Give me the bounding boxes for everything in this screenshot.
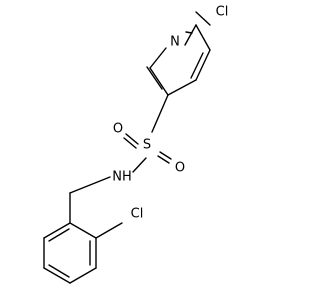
atom-label-nh: NH bbox=[112, 170, 132, 185]
bond-c3-c2-double bbox=[146, 66, 163, 90]
bond-c6-n1 bbox=[184, 24, 197, 46]
bond-b6-b1-double bbox=[48, 228, 70, 242]
bond-c5-c4-double bbox=[190, 52, 204, 79]
atom-label-o-right: O bbox=[175, 161, 185, 176]
bond-n1-c6-inner bbox=[185, 31, 193, 34]
bond-c6-c5 bbox=[195, 24, 211, 51]
bond-b2-cl bbox=[95, 222, 123, 239]
bond-c5-c4 bbox=[195, 49, 211, 81]
bond-s-o-right-double bbox=[157, 155, 170, 164]
bond-s-o-left-double bbox=[123, 137, 137, 149]
atom-label-s: S bbox=[143, 138, 151, 153]
bond-b4-b5 bbox=[43, 267, 71, 284]
bond-s-o-right bbox=[159, 151, 172, 160]
bond-b6-b1 bbox=[43, 222, 71, 239]
chemical-structure: Cl N S O O NH Cl bbox=[43, 5, 229, 284]
atom-label-cl-bottom: Cl bbox=[131, 207, 144, 222]
bond-s-o-left bbox=[125, 133, 139, 145]
atom-label-cl-top: Cl bbox=[216, 5, 229, 20]
atom-label-o-left: O bbox=[113, 122, 123, 137]
bond-b4-b5-double bbox=[48, 264, 70, 278]
bond-c3-s bbox=[151, 94, 169, 133]
atom-label-n-ring: N bbox=[170, 35, 180, 50]
structure-canvas: Cl N S O O NH Cl bbox=[43, 5, 229, 284]
bond-c4-c3 bbox=[167, 79, 197, 96]
bond-b3-b4 bbox=[69, 267, 97, 284]
bond-s-n bbox=[132, 157, 147, 173]
bond-n-ch2 bbox=[69, 176, 111, 194]
bond-c2-n1 bbox=[149, 47, 167, 69]
bond-c3-c2 bbox=[149, 67, 169, 96]
bond-c6-cl bbox=[195, 11, 211, 26]
bond-b1-b2 bbox=[69, 222, 97, 239]
